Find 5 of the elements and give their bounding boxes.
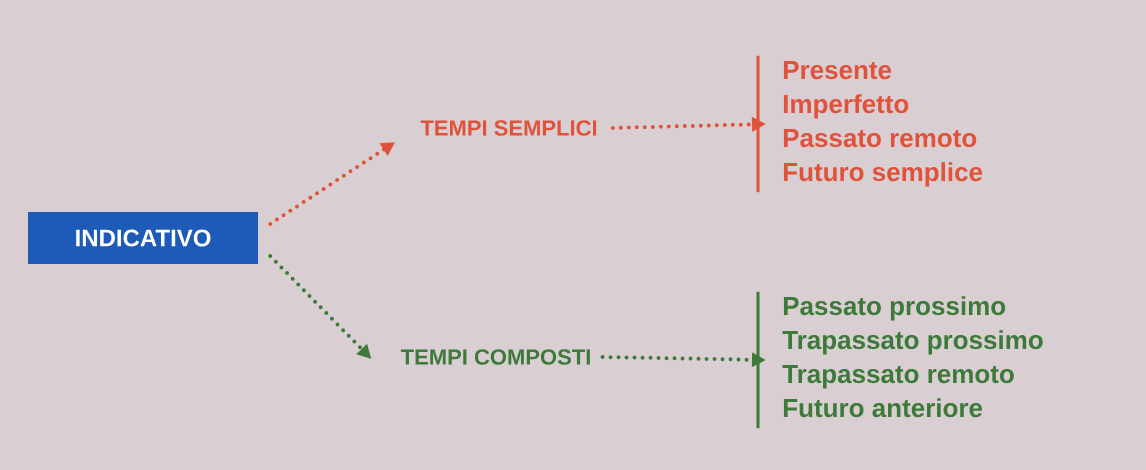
category-label: TEMPI SEMPLICI: [420, 120, 597, 136]
category-label: TEMPI COMPOSTI: [400, 349, 590, 365]
tense-list: Presente Imperfetto Passato remoto Futuro semplice: [756, 55, 983, 193]
label-box: INDICATIVO: [28, 212, 258, 264]
tense-list: Passato prossimo Trapassato prossimo Trapassato remoto Futuro anteriore: [756, 291, 1043, 429]
